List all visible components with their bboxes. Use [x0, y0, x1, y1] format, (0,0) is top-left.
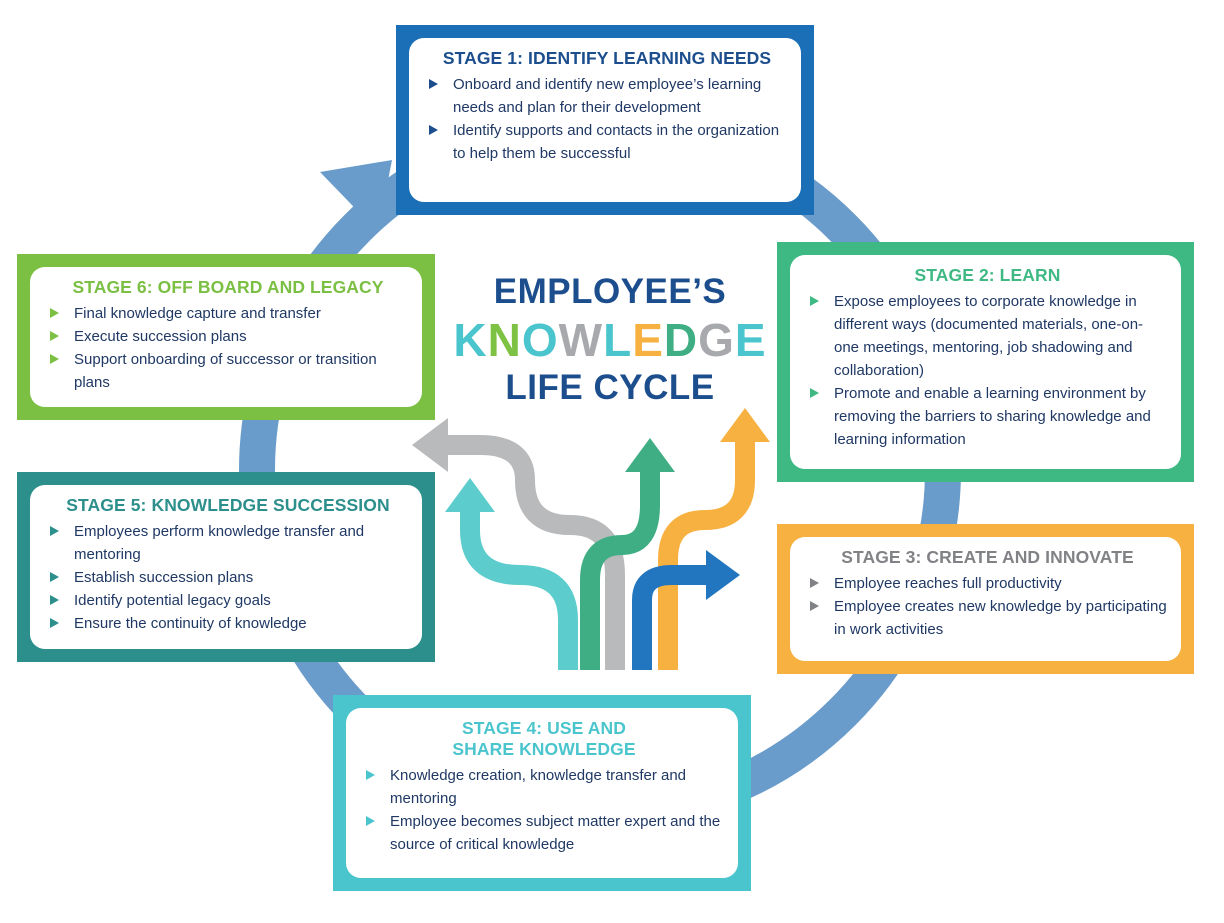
- bullet-text: Knowledge creation, knowledge transfer a…: [390, 767, 687, 807]
- bullet-triangle-icon: [50, 354, 59, 364]
- stage-2-title: STAGE 2: LEARN: [914, 265, 1061, 285]
- stage-1-box: STAGE 1: IDENTIFY LEARNING NEEDS Onboard…: [396, 25, 814, 215]
- title-line-3: LIFE CYCLE: [505, 368, 715, 407]
- bullet-text: Promote and enable a learning environmen…: [834, 385, 1151, 448]
- bullet-item: Knowledge creation, knowledge transfer a…: [364, 764, 724, 810]
- cycle-arrowhead: [320, 160, 392, 232]
- bullet-triangle-icon: [50, 572, 59, 582]
- stage-5-card: STAGE 5: KNOWLEDGE SUCCESSION Employees …: [30, 485, 422, 649]
- bullet-triangle-icon: [50, 595, 59, 605]
- bullet-triangle-icon: [366, 770, 375, 780]
- bullet-text: Employee becomes subject matter expert a…: [390, 813, 721, 853]
- title-letter: E: [734, 314, 767, 366]
- stage-5-box: STAGE 5: KNOWLEDGE SUCCESSION Employees …: [17, 472, 435, 662]
- title-letter: N: [487, 314, 522, 366]
- stage-2-bullets: Expose employees to corporate knowledge …: [808, 290, 1167, 451]
- bullet-triangle-icon: [810, 296, 819, 306]
- title-letter: L: [603, 314, 633, 366]
- bullet-item: Identify potential legacy goals: [48, 589, 408, 612]
- title-line-1: EMPLOYEE’S: [493, 272, 727, 311]
- diagram-title: EMPLOYEE’S KNOWLEDGE LIFE CYCLE: [420, 270, 800, 410]
- bullet-triangle-icon: [429, 79, 438, 89]
- stage-2-card: STAGE 2: LEARN Expose employees to corpo…: [790, 255, 1181, 469]
- stage-6-box: STAGE 6: OFF BOARD AND LEGACY Final know…: [17, 254, 435, 420]
- stage-3-card: STAGE 3: CREATE AND INNOVATE Employee re…: [790, 537, 1181, 661]
- orange-arrowhead: [720, 408, 770, 442]
- stage-1-card: STAGE 1: IDENTIFY LEARNING NEEDS Onboard…: [409, 38, 801, 202]
- bullet-text: Support onboarding of successor or trans…: [74, 351, 377, 391]
- bullet-text: Employees perform knowledge transfer and…: [74, 523, 365, 563]
- bullet-item: Ensure the continuity of knowledge: [48, 612, 408, 635]
- title-letter: E: [632, 314, 664, 366]
- bullet-text: Employee creates new knowledge by partic…: [834, 598, 1167, 638]
- central-arrows: [412, 408, 770, 670]
- teal-path: [460, 505, 578, 670]
- stage-1-title: STAGE 1: IDENTIFY LEARNING NEEDS: [442, 48, 772, 68]
- stage-6-card: STAGE 6: OFF BOARD AND LEGACY Final know…: [30, 267, 422, 407]
- bullet-triangle-icon: [50, 308, 59, 318]
- title-letter: O: [521, 314, 559, 366]
- bullet-text: Onboard and identify new employee’s lear…: [453, 76, 762, 116]
- bullet-triangle-icon: [50, 618, 59, 628]
- bullet-item: Employee reaches full productivity: [808, 572, 1167, 595]
- stage-4-box: STAGE 4: USE AND SHARE KNOWLEDGE Knowled…: [333, 695, 751, 891]
- title-line-2: KNOWLEDGE: [420, 314, 800, 366]
- stage-4-bullets: Knowledge creation, knowledge transfer a…: [364, 764, 724, 856]
- bullet-triangle-icon: [810, 601, 819, 611]
- stage-5-bullets: Employees perform knowledge transfer and…: [48, 520, 408, 635]
- bullet-item: Identify supports and contacts in the or…: [427, 119, 787, 165]
- stage-6-title: STAGE 6: OFF BOARD AND LEGACY: [72, 277, 384, 297]
- bullet-triangle-icon: [50, 526, 59, 536]
- bullet-text: Ensure the continuity of knowledge: [74, 615, 307, 632]
- bullet-text: Employee reaches full productivity: [834, 575, 1062, 592]
- bullet-triangle-icon: [810, 578, 819, 588]
- bullet-item: Employees perform knowledge transfer and…: [48, 520, 408, 566]
- bullet-item: Support onboarding of successor or trans…: [48, 348, 408, 394]
- bullet-text: Expose employees to corporate knowledge …: [834, 293, 1144, 379]
- teal-arrowhead: [445, 478, 495, 512]
- bullet-item: Final knowledge capture and transfer: [48, 302, 408, 325]
- bullet-triangle-icon: [429, 125, 438, 135]
- bullet-text: Identify supports and contacts in the or…: [453, 122, 780, 162]
- bullet-triangle-icon: [366, 816, 375, 826]
- blue-arrowhead: [706, 550, 740, 600]
- blue-path: [632, 565, 710, 670]
- stage-4-title: STAGE 4: USE AND SHARE KNOWLEDGE: [452, 718, 636, 759]
- stage-1-bullets: Onboard and identify new employee’s lear…: [427, 73, 787, 165]
- bullet-triangle-icon: [810, 388, 819, 398]
- bullet-item: Employee becomes subject matter expert a…: [364, 810, 724, 856]
- title-letter: W: [558, 314, 604, 366]
- bullet-text: Final knowledge capture and transfer: [74, 305, 321, 322]
- gray-arrowhead: [412, 418, 448, 472]
- stage-3-title: STAGE 3: CREATE AND INNOVATE: [841, 547, 1134, 567]
- bullet-item: Employee creates new knowledge by partic…: [808, 595, 1167, 641]
- title-letter: G: [698, 314, 735, 366]
- bullet-text: Establish succession plans: [74, 569, 254, 586]
- stage-3-box: STAGE 3: CREATE AND INNOVATE Employee re…: [777, 524, 1194, 674]
- title-letter: K: [453, 314, 488, 366]
- bullet-item: Establish succession plans: [48, 566, 408, 589]
- title-letter: D: [663, 314, 699, 366]
- orange-path: [658, 440, 755, 670]
- bullet-item: Onboard and identify new employee’s lear…: [427, 73, 787, 119]
- green-path: [580, 470, 660, 670]
- bullet-triangle-icon: [50, 331, 59, 341]
- bullet-text: Identify potential legacy goals: [74, 592, 271, 609]
- stage-5-title: STAGE 5: KNOWLEDGE SUCCESSION: [66, 495, 390, 515]
- bullet-item: Expose employees to corporate knowledge …: [808, 290, 1167, 382]
- bullet-item: Execute succession plans: [48, 325, 408, 348]
- stage-4-card: STAGE 4: USE AND SHARE KNOWLEDGE Knowled…: [346, 708, 738, 878]
- bullet-text: Execute succession plans: [74, 328, 247, 345]
- stage-2-box: STAGE 2: LEARN Expose employees to corpo…: [777, 242, 1194, 482]
- bullet-item: Promote and enable a learning environmen…: [808, 382, 1167, 451]
- green-arrowhead: [625, 438, 675, 472]
